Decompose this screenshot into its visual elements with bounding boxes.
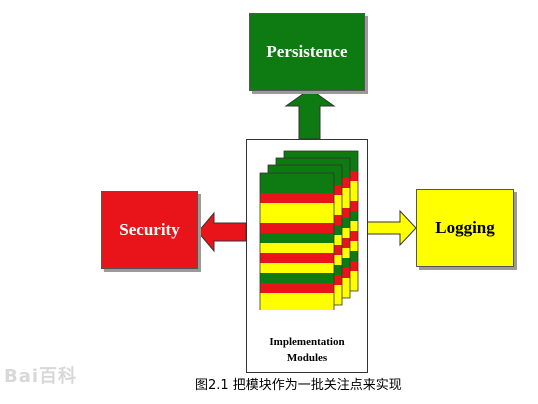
module-stripe: [276, 158, 350, 168]
figure-caption: 图2.1 把模块作为一批关注点来实现: [195, 378, 402, 393]
implementation-label-line1: Implementation: [269, 336, 345, 348]
watermark-logo: Bai百科: [4, 366, 78, 387]
module-stripe: [260, 263, 334, 273]
module-stripe: [260, 253, 334, 263]
module-stripe: [268, 165, 342, 175]
persistence-label: Persistence: [266, 42, 348, 61]
right-arrow: [365, 209, 417, 247]
module-stripe: [260, 293, 334, 303]
module-stripe: [260, 193, 334, 203]
module-stripe: [284, 151, 358, 161]
module-stripe: [260, 273, 334, 283]
implementation-modules-box: Implementation Modules: [246, 139, 368, 373]
implementation-label: Implementation Modules: [247, 334, 367, 366]
implementation-label-line2: Modules: [286, 352, 328, 364]
module-stripe: [260, 283, 334, 293]
module-stripe: [260, 223, 334, 233]
up-arrow: [284, 88, 336, 140]
module-stack: [259, 150, 359, 310]
left-arrow: [197, 211, 247, 253]
module-stripe: [260, 243, 334, 253]
module-stripe: [260, 213, 334, 223]
persistence-box: Persistence: [249, 13, 365, 91]
module-stripe: [260, 173, 334, 183]
module-stripe: [260, 183, 334, 193]
module-stripe: [260, 303, 334, 310]
logging-label: Logging: [435, 218, 495, 237]
module-stripe: [260, 233, 334, 243]
security-label: Security: [119, 220, 180, 239]
module-stripe: [260, 203, 334, 213]
module-sheet: [259, 172, 335, 310]
module-sheet-border: [259, 172, 335, 310]
logging-box: Logging: [416, 189, 514, 267]
security-box: Security: [101, 191, 198, 269]
